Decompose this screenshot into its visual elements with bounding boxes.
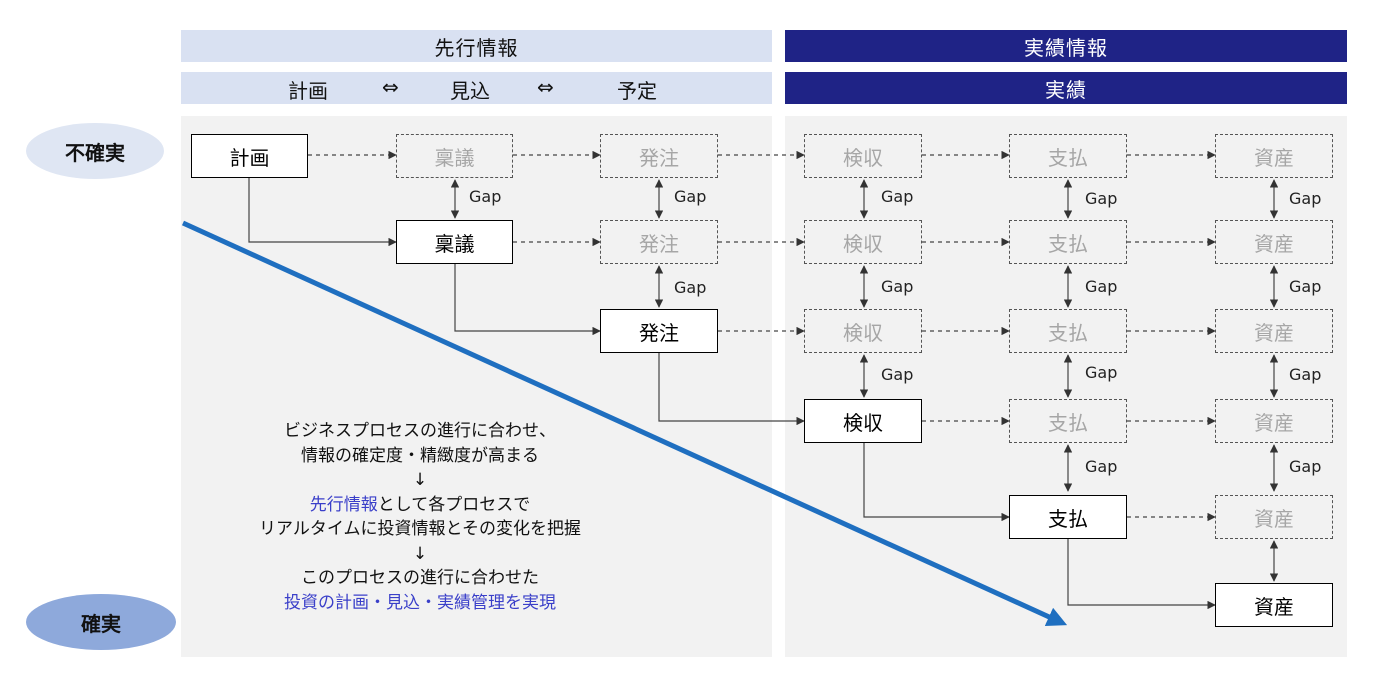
- stage-label: 資産: [1254, 506, 1294, 531]
- advance-panel: [181, 116, 772, 657]
- note-line-3: 先行情報として各プロセスで: [180, 493, 660, 518]
- plan-flow-arrow-1: ⇔: [382, 75, 399, 99]
- stage-box-proposal: 稟議: [396, 134, 513, 178]
- gap-label: Gap: [1085, 277, 1118, 296]
- plan-flow-header: [181, 72, 772, 104]
- gap-label: Gap: [1085, 363, 1118, 382]
- stage-label: 検収: [843, 231, 883, 256]
- note-highlight-advance-info: 先行情報: [309, 494, 378, 515]
- plan-flow-plan: 計画: [288, 79, 328, 103]
- stage-box-asset: 資産: [1215, 220, 1333, 264]
- gap-label: Gap: [1289, 457, 1322, 476]
- advance-info-header: 先行情報: [181, 30, 772, 62]
- stage-label: 発注: [639, 231, 679, 256]
- note-arrow-1: ↓: [412, 470, 428, 490]
- stage-box-asset: 資産: [1215, 495, 1333, 539]
- stage-box-payment: 支払: [1009, 495, 1127, 539]
- note-line-5: このプロセスの進行に合わせた: [301, 568, 539, 588]
- stage-box-order: 発注: [600, 220, 718, 264]
- stage-label: 稟議: [434, 231, 475, 256]
- stage-box-inspection: 検収: [804, 309, 922, 353]
- stage-box-order: 発注: [600, 134, 718, 178]
- actual-info-header: 実績情報: [785, 30, 1347, 62]
- gap-label: Gap: [881, 187, 914, 206]
- actual-info-title: 実績情報: [1024, 35, 1108, 60]
- gap-label: Gap: [1085, 189, 1118, 208]
- stage-label: 発注: [639, 145, 679, 170]
- stage-label: 資産: [1254, 145, 1294, 170]
- stage-box-proposal: 稟議: [396, 220, 513, 264]
- stage-box-payment: 支払: [1009, 134, 1127, 178]
- stage-box-asset: 資産: [1215, 134, 1333, 178]
- stage-label: 発注: [639, 320, 679, 345]
- note-line-4: リアルタイムに投資情報とその変化を把握: [259, 519, 581, 539]
- stage-label: 支払: [1048, 320, 1088, 345]
- note-line-3-rest: として各プロセスで: [377, 494, 531, 515]
- uncertain-label: 不確実: [65, 140, 125, 165]
- note-arrow-2: ↓: [412, 543, 428, 564]
- note-line-1: ビジネスプロセスの進行に合わせ、: [284, 421, 556, 441]
- gap-label: Gap: [1085, 457, 1118, 476]
- advance-info-title: 先行情報: [434, 35, 519, 60]
- gap-label: Gap: [881, 365, 914, 384]
- gap-label: Gap: [881, 277, 914, 296]
- gap-label: Gap: [469, 187, 502, 206]
- stage-box-asset: 資産: [1215, 309, 1333, 353]
- note-line-2: 情報の確定度・精緻度が高まる: [301, 445, 539, 466]
- stage-label: 検収: [843, 410, 883, 435]
- stage-label: 資産: [1254, 410, 1294, 435]
- certain-oval: 確実: [26, 594, 176, 650]
- stage-label: 支払: [1048, 145, 1088, 170]
- stage-box-asset: 資産: [1215, 399, 1333, 443]
- stage-label: 資産: [1254, 594, 1294, 619]
- stage-box-inspection: 検収: [804, 399, 922, 443]
- stage-label: 支払: [1048, 231, 1088, 256]
- plan-flow-forecast: 見込: [450, 79, 490, 103]
- actual-sub-title: 実績: [1045, 77, 1087, 102]
- stage-label: 支払: [1048, 506, 1088, 531]
- stage-label: 検収: [843, 145, 883, 170]
- stage-box-payment: 支払: [1009, 220, 1127, 264]
- stage-box-plan: 計画: [191, 134, 308, 178]
- stage-box-inspection: 検収: [804, 134, 922, 178]
- gap-label: Gap: [1289, 189, 1322, 208]
- stage-box-payment: 支払: [1009, 309, 1127, 353]
- stage-box-asset: 資産: [1215, 583, 1333, 627]
- stage-label: 支払: [1048, 410, 1088, 435]
- stage-label: 資産: [1254, 231, 1294, 256]
- stage-label: 検収: [843, 320, 883, 345]
- stage-label: 計画: [229, 145, 270, 170]
- gap-label: Gap: [674, 278, 707, 297]
- stage-label: 資産: [1254, 320, 1294, 345]
- note-line-6: 投資の計画・見込・実績管理を実現: [284, 592, 556, 613]
- actual-sub-header: 実績: [785, 72, 1347, 104]
- gap-label: Gap: [674, 187, 707, 206]
- stage-box-order: 発注: [600, 309, 718, 353]
- plan-flow-scheduled: 予定: [617, 79, 657, 103]
- uncertain-oval: 不確実: [26, 123, 164, 179]
- gap-label: Gap: [1289, 277, 1322, 296]
- stage-label: 稟議: [434, 145, 475, 170]
- explanation-note: ビジネスプロセスの進行に合わせ、 情報の確定度・精緻度が高まる ↓ 先行情報とし…: [180, 419, 660, 615]
- gap-label: Gap: [1289, 365, 1322, 384]
- stage-box-inspection: 検収: [804, 220, 922, 264]
- certain-label: 確実: [81, 611, 121, 636]
- plan-flow-arrow-2: ⇔: [537, 75, 554, 99]
- stage-box-payment: 支払: [1009, 399, 1127, 443]
